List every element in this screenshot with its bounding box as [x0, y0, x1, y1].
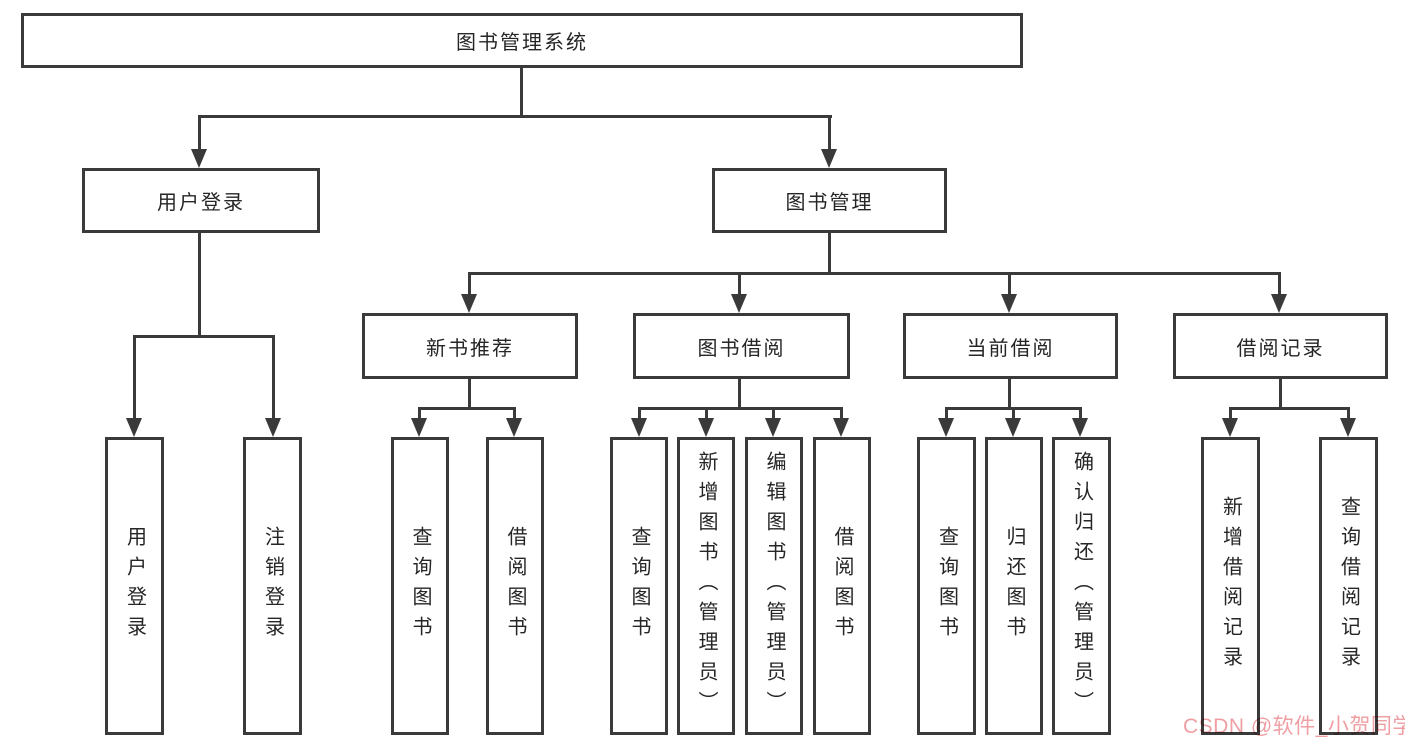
arrowhead-leaf [631, 418, 647, 437]
arrowhead-login-leaf [126, 418, 142, 437]
leaf-borrow-books-recommend: 借阅图书 [486, 437, 544, 735]
node-label: 新增图书（管理员） [695, 451, 717, 721]
node-label: 新增借阅记录 [1219, 496, 1242, 676]
arrowhead-book-borrow [731, 294, 747, 313]
node-label: 借阅图书 [504, 526, 526, 646]
leaf-query-books-borrowing: 查询图书 [610, 437, 668, 735]
node-user-login: 用户登录 [82, 168, 320, 233]
connector-drop-book-management [828, 115, 831, 150]
leaf-query-books-recommend: 查询图书 [391, 437, 449, 735]
node-label: 确认归还（管理员） [1070, 451, 1093, 721]
connector-drop-new-book [468, 272, 471, 295]
connector-drop-borrow-records [1278, 272, 1281, 295]
arrowhead-leaf [833, 418, 849, 437]
arrowhead-borrow-records [1271, 294, 1287, 313]
connector-drop-leaf [638, 407, 641, 418]
connector-drop-leaf [772, 407, 775, 418]
connector-new-book-stem [468, 379, 471, 407]
connector-drop-login-leaf [133, 335, 136, 418]
connector-drop-logout-leaf [272, 335, 275, 418]
leaf-query-books-current: 查询图书 [917, 437, 976, 735]
leaf-add-books-admin: 新增图书（管理员） [677, 437, 735, 735]
node-label: 借阅图书 [831, 526, 853, 646]
connector-drop-user-login [198, 115, 201, 150]
arrowhead-leaf [506, 418, 522, 437]
connector-user-login-stem [198, 233, 201, 335]
node-label: 当前借阅 [966, 337, 1055, 360]
connector-drop-leaf [1012, 407, 1015, 418]
connector-drop-leaf [1079, 407, 1082, 418]
csdn-watermark: CSDN @软件_小贺同学 [1183, 715, 1405, 738]
leaf-add-borrow-record: 新增借阅记录 [1201, 437, 1260, 735]
node-current-borrowing: 当前借阅 [903, 313, 1118, 379]
connector-root-stem [520, 68, 523, 115]
node-label: 用户登录 [123, 526, 146, 646]
node-library-management-system: 图书管理系统 [21, 13, 1023, 68]
connector-drop-leaf [840, 407, 843, 418]
node-label: 新书推荐 [426, 337, 514, 360]
leaf-borrow-books-borrowing: 借阅图书 [813, 437, 871, 735]
connector-drop-leaf [705, 407, 708, 418]
connector-drop-leaf [1347, 407, 1350, 418]
node-label: 借阅记录 [1236, 337, 1325, 360]
arrowhead-leaf [765, 418, 781, 437]
arrowhead-logout-leaf [265, 418, 281, 437]
connector-borrow-records-stem [1279, 379, 1282, 407]
node-label: 查询图书 [935, 526, 958, 646]
arrowhead-current-borrow [1001, 294, 1017, 313]
connector-book-borrow-stem [738, 379, 741, 407]
node-label: 图书管理 [785, 192, 874, 214]
connector-root-hbar [198, 115, 832, 118]
leaf-return-books: 归还图书 [985, 437, 1043, 735]
node-label: 注销登录 [261, 526, 284, 646]
node-label: 查询图书 [628, 526, 650, 646]
connector-new-book-hbar [418, 407, 516, 410]
arrowhead-leaf [1072, 418, 1088, 437]
connector-user-login-hbar [133, 335, 275, 338]
arrowhead-leaf [698, 418, 714, 437]
leaf-confirm-return-admin: 确认归还（管理员） [1052, 437, 1111, 735]
node-label: 图书借阅 [697, 337, 786, 360]
leaf-logout: 注销登录 [243, 437, 302, 735]
arrowhead-user-login [191, 149, 207, 168]
leaf-query-borrow-record: 查询借阅记录 [1319, 437, 1378, 735]
node-book-management: 图书管理 [712, 168, 947, 233]
connector-book-borrow-hbar [638, 407, 843, 410]
node-book-borrowing: 图书借阅 [633, 313, 850, 379]
connector-drop-leaf [945, 407, 948, 418]
node-label: 查询图书 [409, 526, 431, 646]
node-label: 编辑图书（管理员） [763, 451, 785, 721]
arrowhead-new-book [461, 294, 477, 313]
arrowhead-leaf [1005, 418, 1021, 437]
arrowhead-leaf [1340, 418, 1356, 437]
connector-book-management-stem [828, 233, 831, 272]
node-label: 用户登录 [157, 192, 245, 214]
node-label: 查询借阅记录 [1337, 496, 1360, 676]
leaf-user-login: 用户登录 [105, 437, 164, 735]
node-new-book-recommendation: 新书推荐 [362, 313, 578, 379]
arrowhead-leaf [411, 418, 427, 437]
connector-borrow-records-hbar [1229, 407, 1349, 410]
leaf-edit-books-admin: 编辑图书（管理员） [745, 437, 803, 735]
node-borrowing-records: 借阅记录 [1173, 313, 1388, 379]
node-label: 归还图书 [1003, 526, 1025, 646]
arrowhead-book-management [821, 149, 837, 168]
arrowhead-leaf [938, 418, 954, 437]
node-label: 图书管理系统 [456, 32, 588, 54]
arrowhead-leaf [1222, 418, 1238, 437]
connector-book-management-hbar [468, 272, 1281, 275]
connector-drop-leaf [513, 407, 516, 418]
connector-drop-book-borrow [738, 272, 741, 295]
connector-drop-current-borrow [1008, 272, 1011, 295]
connector-drop-leaf [418, 407, 421, 418]
connector-drop-leaf [1229, 407, 1232, 418]
connector-current-borrow-stem [1008, 379, 1011, 407]
